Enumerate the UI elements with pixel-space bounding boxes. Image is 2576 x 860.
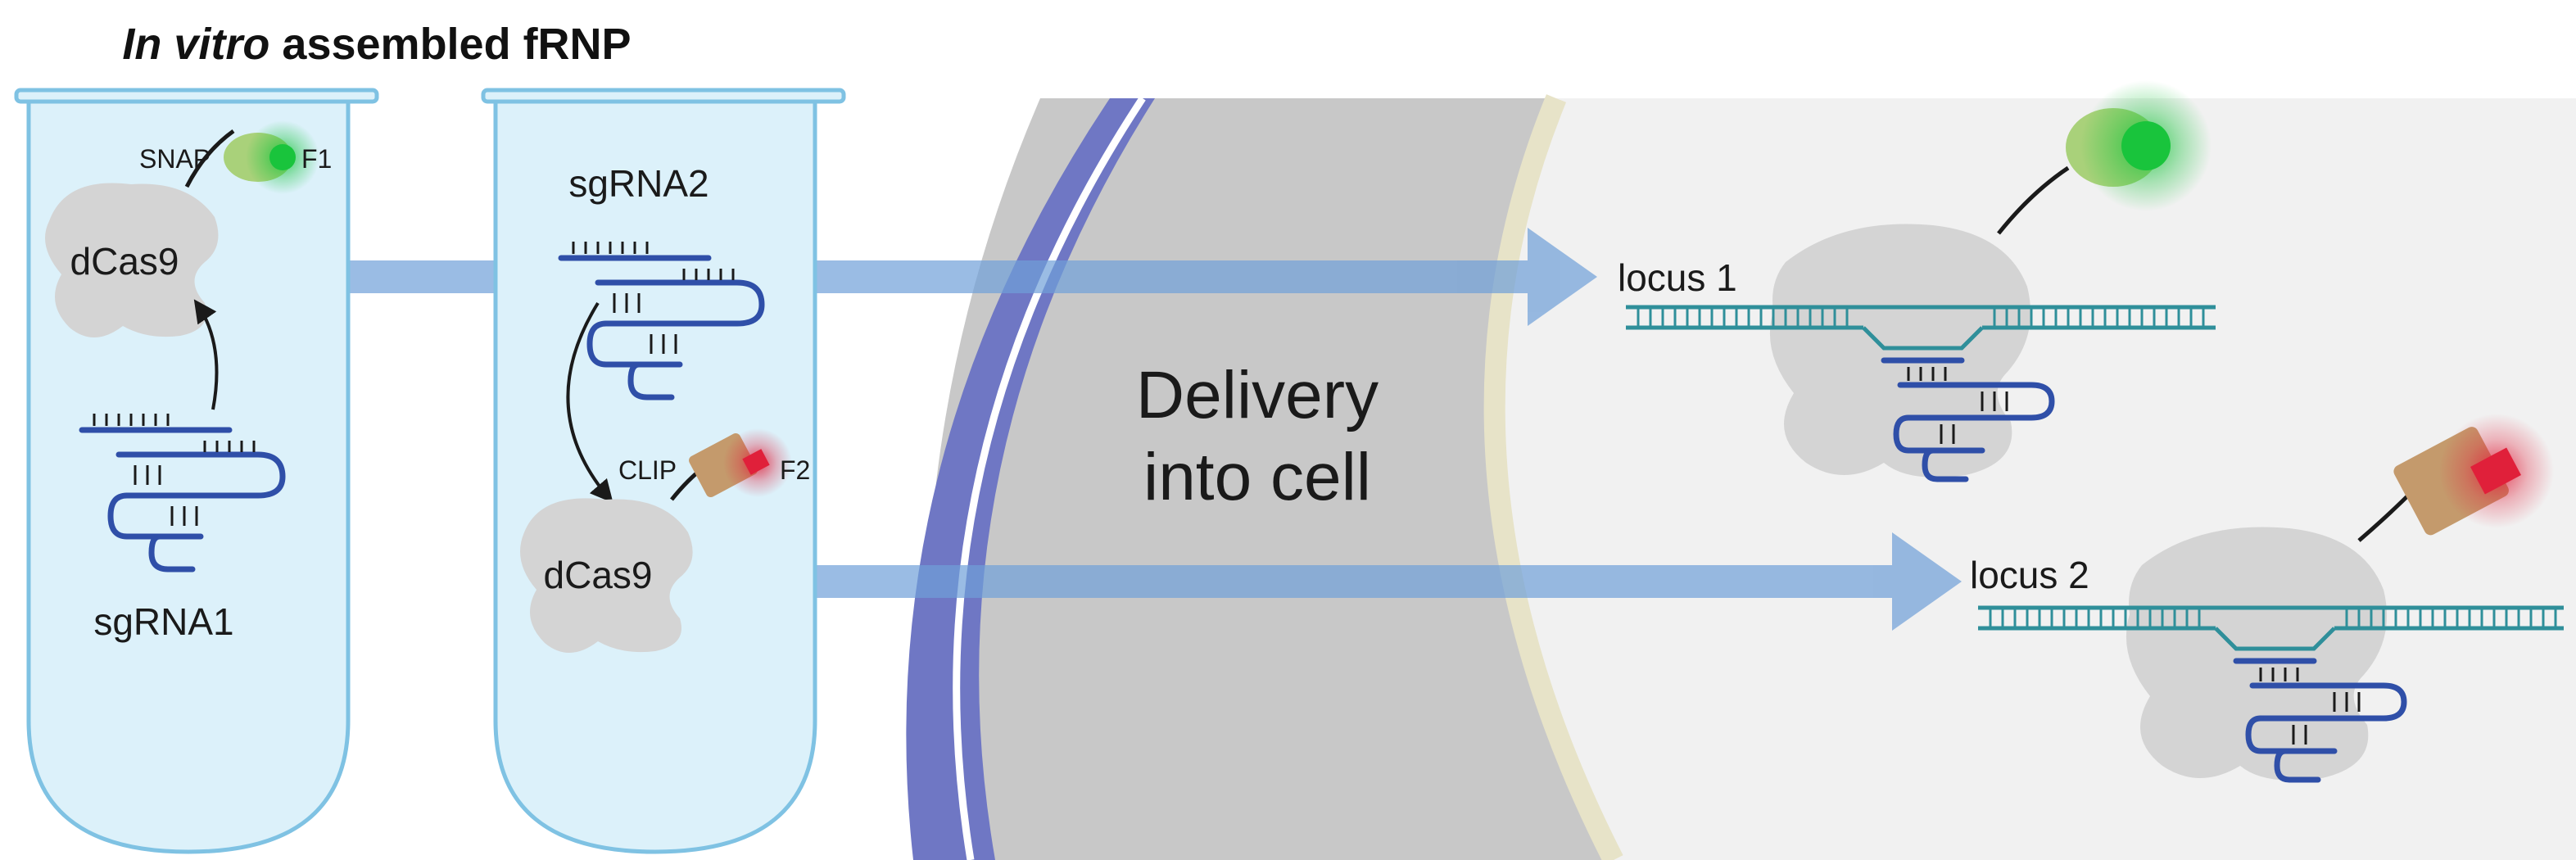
nuclear-envelope <box>1483 94 1623 860</box>
bound-sgrna-2 <box>2233 658 2407 783</box>
binding-arrow-2 <box>566 301 613 504</box>
delivery-line2: into cell <box>1143 440 1371 514</box>
delivery-line1: Delivery <box>1136 358 1379 432</box>
tether-1 <box>184 129 235 188</box>
binding-arrow-1 <box>193 299 219 410</box>
tube-2-body <box>493 99 817 854</box>
diagram-title: In vitro assembled fRNP <box>122 20 631 69</box>
tether-locus-1 <box>1997 165 2070 235</box>
dna-bubble-1 <box>1862 326 1984 351</box>
tube-2: sgRNA2 dCas9 <box>481 88 846 854</box>
locus2-label: locus 2 <box>1970 554 2089 596</box>
delivery-arrow-2 <box>725 532 1962 631</box>
dna-rungs-1 <box>1637 307 2205 328</box>
dcas9-protein-2 <box>520 498 693 654</box>
dna-rungs-2 <box>1989 608 2557 628</box>
f2-fluorophore-locus-2 <box>2470 447 2521 495</box>
sgrna1-label: sgRNA1 <box>93 600 233 643</box>
dcas9-label-2: dCas9 <box>544 554 653 596</box>
delivery-text: Delivery into cell <box>1136 358 1379 514</box>
snap-label: SNAP <box>139 144 211 174</box>
bound-sgrna-1 <box>1881 357 2055 482</box>
f2-label: F2 <box>780 455 810 485</box>
dcas9-bound-2 <box>2126 527 2388 781</box>
f1-fluorophore-locus-1 <box>2121 121 2171 170</box>
plasma-membrane-outer <box>906 98 1155 860</box>
sgrna2-structure <box>558 242 765 401</box>
dcas9-protein-1 <box>45 183 219 338</box>
f1-fluorophore <box>269 144 296 170</box>
locus-2-complex: locus 2 <box>1970 414 2564 783</box>
locus-1-complex: locus 1 <box>1618 80 2216 482</box>
locus1-label: locus 1 <box>1618 256 1737 299</box>
dcas9-bound-1 <box>1769 224 2031 478</box>
tube-1: dCas9 SNAP F1 <box>14 88 379 854</box>
f1-label: F1 <box>301 144 332 174</box>
f2-fluorophore <box>742 449 770 475</box>
clip-label: CLIP <box>618 455 677 485</box>
plasma-membrane-gap <box>953 96 1146 860</box>
dcas9-label-1: dCas9 <box>70 240 179 283</box>
dna-bubble-2 <box>2214 627 2336 651</box>
sgrna2-label: sgRNA2 <box>568 162 709 205</box>
delivery-arrow-1 <box>254 228 1597 326</box>
sgrna1-structure <box>79 414 286 573</box>
